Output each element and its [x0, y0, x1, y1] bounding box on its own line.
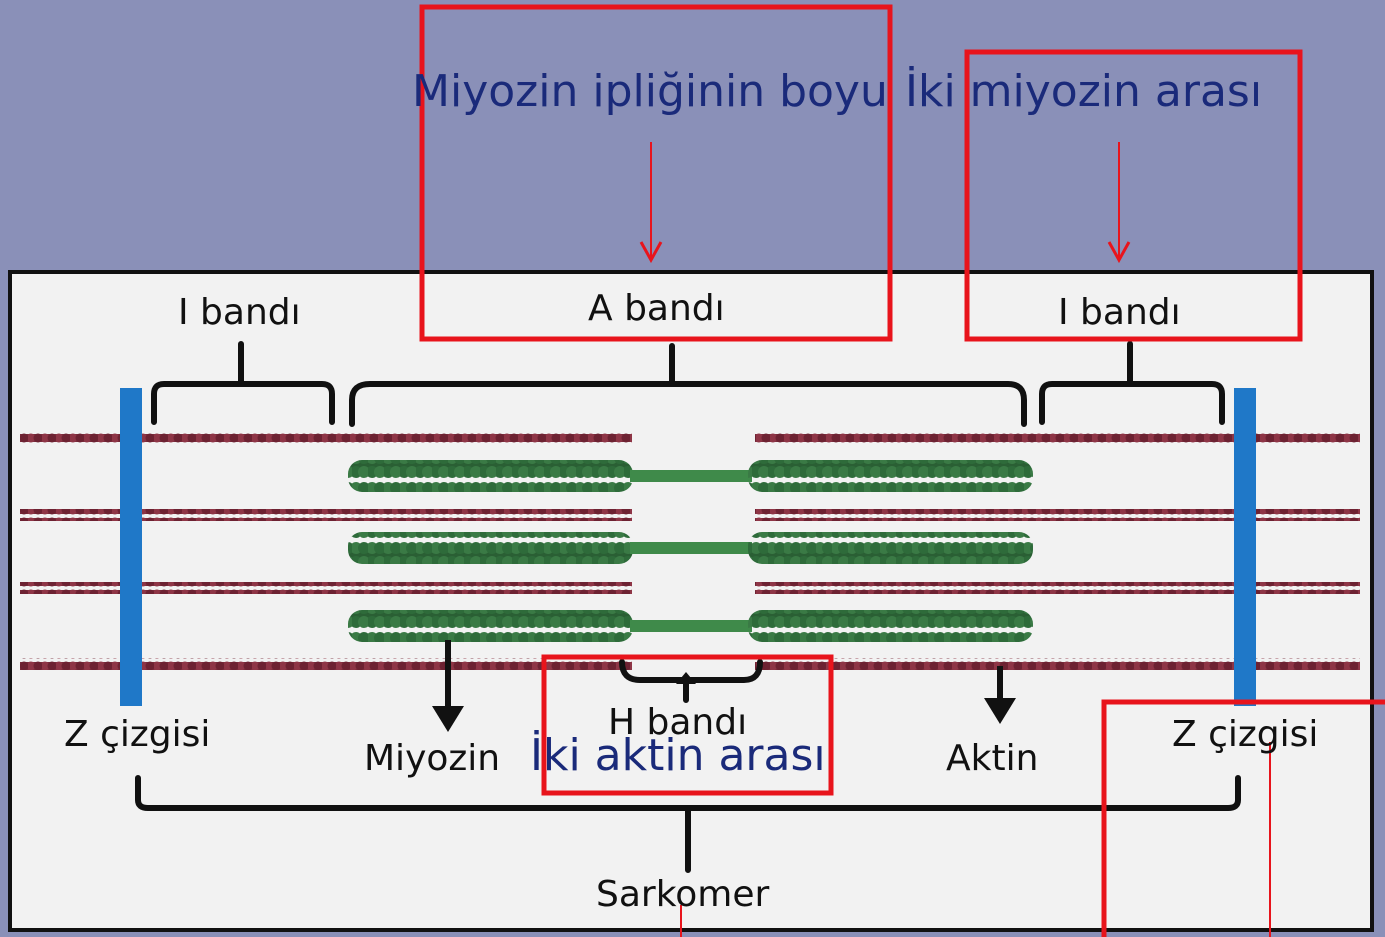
sarcomere-label: Sarkomer	[596, 874, 770, 915]
a-band-highlight-box	[419, 4, 893, 342]
actin-pointer-arrow	[984, 666, 1016, 724]
i-band-left-bracket	[151, 341, 335, 425]
actin-label: Aktin	[946, 738, 1039, 779]
actin-filament	[20, 509, 632, 521]
myosin-filaments	[348, 460, 1033, 642]
annotation-myosin-length: Miyozin ipliğinin boyu	[412, 66, 888, 117]
myosin-filament	[348, 532, 1033, 564]
h-band-label: H bandı	[608, 702, 748, 743]
sarcomere-bracket	[135, 775, 1241, 873]
myosin-label: Miyozin	[364, 738, 501, 779]
myosin-filament	[348, 610, 1033, 642]
a-band-bracket	[349, 343, 1027, 427]
myosin-filament	[348, 460, 1033, 492]
actin-filament	[755, 432, 1360, 444]
z-line-right	[1234, 388, 1256, 706]
z-line-left-label: Z çizgisi	[64, 714, 211, 755]
actin-filaments	[20, 432, 1360, 670]
z-line-highlight-box	[1101, 699, 1385, 937]
z-line-left	[120, 388, 142, 706]
i-band-highlight-box	[964, 49, 1303, 342]
i-band-right-bracket	[1039, 341, 1225, 425]
actin-filament	[755, 658, 1360, 670]
annotation-between-actins: İki aktin arası	[530, 730, 826, 781]
h-band-highlight-box	[541, 654, 834, 796]
i-band-right-label: I bandı	[1058, 292, 1181, 333]
actin-filament	[755, 509, 1360, 521]
h-band-pointer-arrow	[676, 672, 696, 700]
actin-filament	[755, 582, 1360, 594]
i-band-left-label: I bandı	[178, 292, 301, 333]
z-line-right-label: Z çizgisi	[1172, 714, 1319, 755]
a-band-label: A bandı	[588, 288, 725, 329]
myosin-pointer-arrow	[432, 640, 464, 732]
annotation-between-myosins: İki miyozin arası	[905, 66, 1263, 117]
actin-filament	[20, 582, 632, 594]
actin-filament	[20, 432, 632, 444]
actin-filament	[20, 658, 632, 670]
